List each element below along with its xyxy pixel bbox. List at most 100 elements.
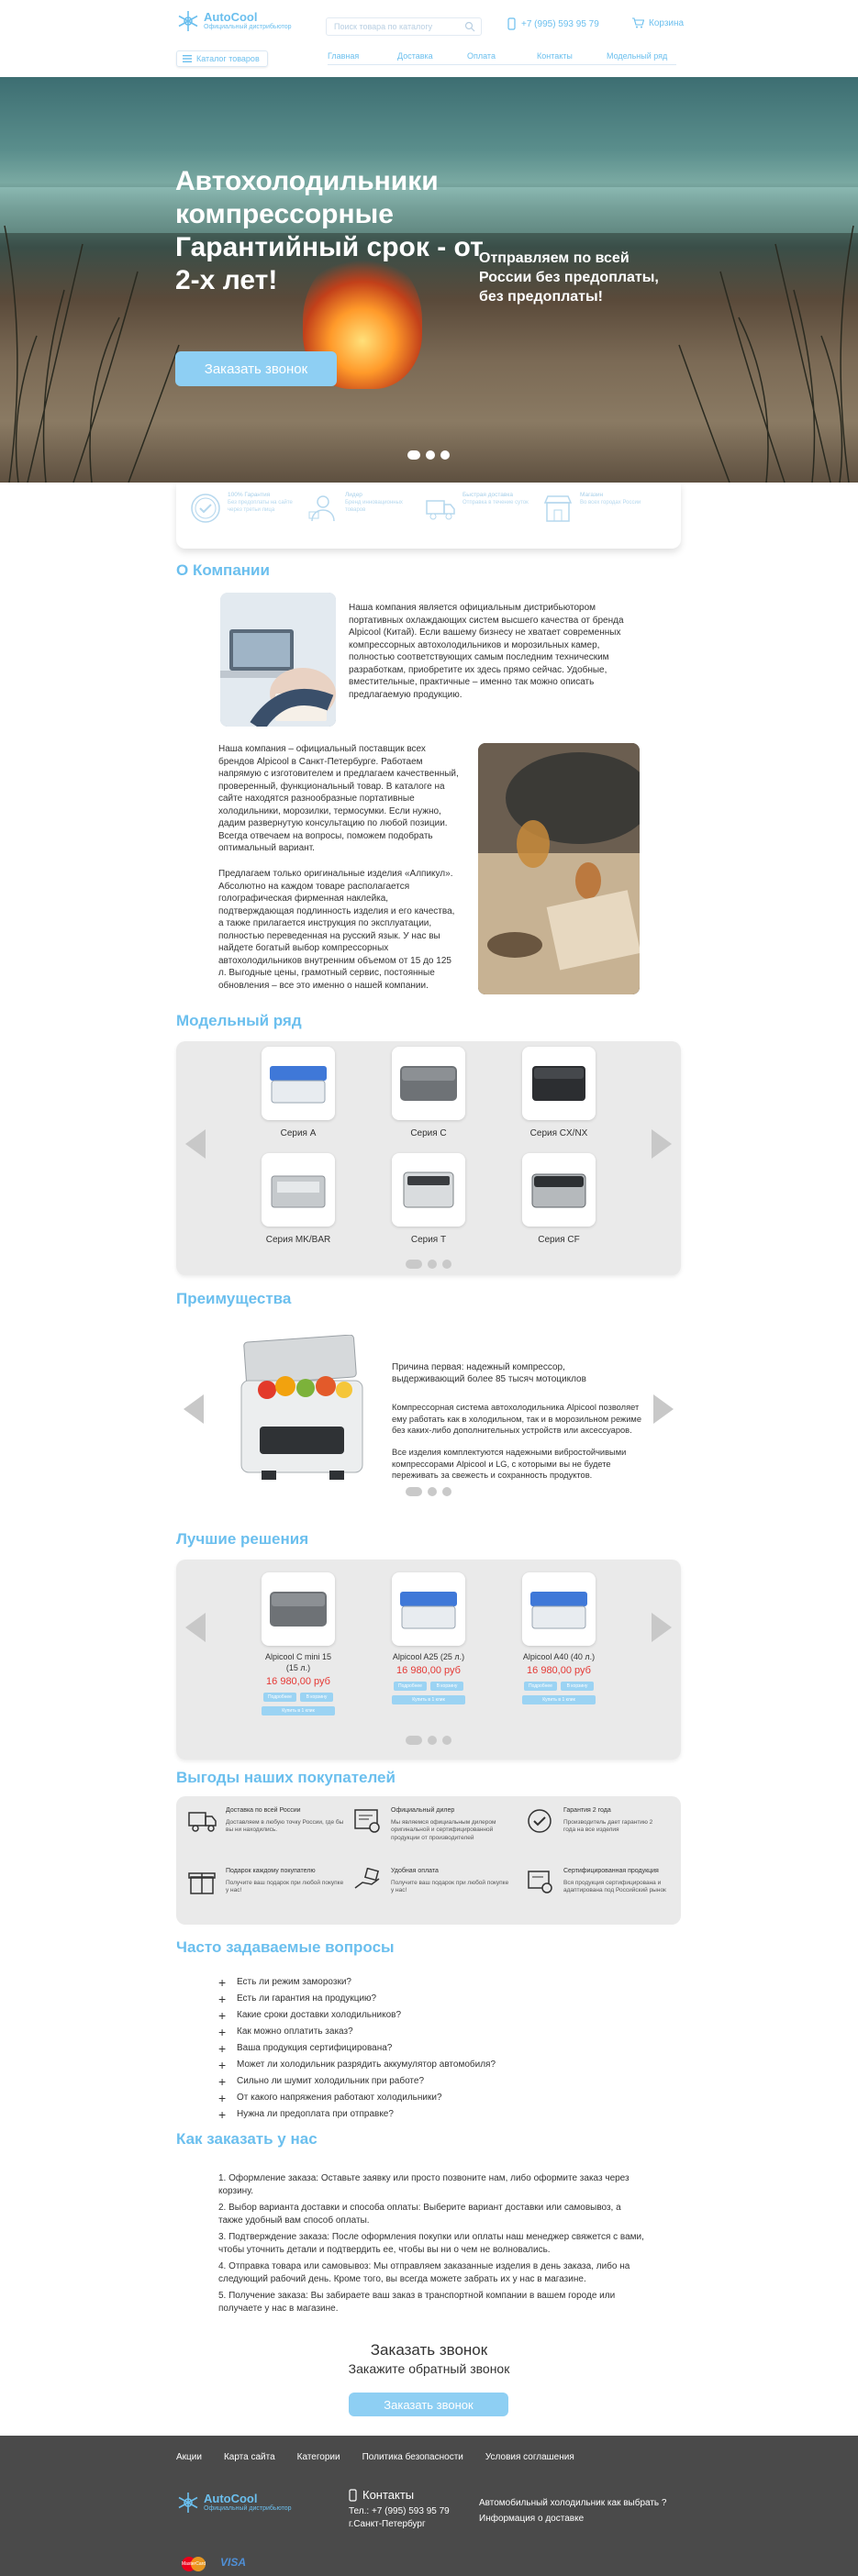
- faq-item[interactable]: +Ваша продукция сертифицирована?: [218, 2042, 392, 2055]
- faq-item[interactable]: +Нужна ли предоплата при отправке?: [218, 2108, 394, 2121]
- model-card-cx-nx[interactable]: Серия CX/NX: [522, 1047, 596, 1138]
- footer-link-privacy[interactable]: Политика безопасности: [362, 2452, 463, 2462]
- callback-button[interactable]: Заказать звонок: [349, 2393, 508, 2416]
- models-title: Модельный ряд: [176, 1012, 302, 1029]
- product-card[interactable]: Alpicool A40 (40 л.) 16 980,00 руб Подро…: [522, 1572, 596, 1704]
- catalog-button[interactable]: Каталог товаров: [176, 50, 268, 67]
- carousel-dot-1[interactable]: [407, 450, 420, 460]
- buy-one-click-button[interactable]: Купить в 1 клик: [262, 1706, 335, 1715]
- model-name: Серия C: [410, 1128, 447, 1138]
- logo-title: AutoCool: [204, 10, 258, 24]
- search-icon[interactable]: [464, 21, 475, 32]
- carousel-dot-2[interactable]: [428, 1487, 437, 1496]
- order-step: 1. Оформление заказа: Оставьте заявку ил…: [218, 2173, 630, 2196]
- details-button[interactable]: Подробнее: [524, 1682, 557, 1691]
- benefit-item: Официальный дилер Мы являемся официальным…: [352, 1807, 510, 1842]
- carousel-dot-2[interactable]: [428, 1736, 437, 1745]
- footer-link-delivery-info[interactable]: Информация о доставке: [479, 2514, 585, 2524]
- faq-item[interactable]: +Какие сроки доставки холодильников?: [218, 2009, 401, 2022]
- faq-title: Часто задаваемые вопросы: [176, 1938, 395, 1956]
- cart-link[interactable]: Корзина: [631, 17, 684, 28]
- plus-icon: +: [218, 2090, 227, 2105]
- feature-text: Без предоплаты на сайте через третьи лиц…: [228, 500, 293, 513]
- carousel-dot-3[interactable]: [442, 1736, 451, 1745]
- faq-item[interactable]: +Как можно оплатить заказ?: [218, 2024, 353, 2039]
- nav-home[interactable]: Главная: [328, 51, 397, 65]
- carousel-dot-2[interactable]: [428, 1260, 437, 1269]
- benefit-title: Официальный дилер: [391, 1807, 455, 1814]
- footer: Акции Карта сайта Категории Политика без…: [0, 2436, 858, 2576]
- model-card-c[interactable]: Серия C: [392, 1047, 465, 1138]
- nav-models[interactable]: Модельный ряд: [607, 51, 676, 65]
- models-next-arrow[interactable]: [652, 1129, 672, 1159]
- product-card[interactable]: Alpicool C mini 15 (15 л.) 16 980,00 руб…: [262, 1572, 335, 1715]
- advantages-prev-arrow[interactable]: [184, 1394, 204, 1424]
- footer-logo[interactable]: AutoCool Официальный дистрибьютор: [176, 2491, 292, 2515]
- add-to-cart-button[interactable]: В корзину: [561, 1682, 594, 1691]
- callback-subtitle: Закажите обратный звонок: [348, 2361, 510, 2376]
- footer-phone[interactable]: Тел.: +7 (995) 593 95 79: [349, 2506, 450, 2516]
- carousel-dot-3[interactable]: [442, 1260, 451, 1269]
- model-card-t[interactable]: Серия T: [392, 1153, 465, 1245]
- benefit-text: Доставляем в любую точку России, где бы …: [226, 1818, 344, 1834]
- details-button[interactable]: Подробнее: [263, 1693, 296, 1702]
- feature-text: Отправка в течение суток: [462, 500, 529, 505]
- faq-item[interactable]: +Сильно ли шумит холодильник при работе?: [218, 2075, 424, 2088]
- main-nav: Каталог товаров Главная Доставка Оплата …: [176, 50, 681, 68]
- feature-text: Во всех городах России: [580, 500, 641, 505]
- hero-callback-button[interactable]: Заказать звонок: [175, 351, 337, 386]
- faq-item[interactable]: +Может ли холодильник разрядить аккумуля…: [218, 2059, 496, 2071]
- truck-icon: [426, 500, 455, 520]
- details-button[interactable]: Подробнее: [394, 1682, 427, 1691]
- add-to-cart-button[interactable]: В корзину: [430, 1682, 463, 1691]
- models-carousel-dots: [406, 1260, 451, 1269]
- model-card-mk-bar[interactable]: Серия MK/BAR: [262, 1153, 335, 1245]
- footer-link-sitemap[interactable]: Карта сайта: [223, 2452, 275, 2462]
- model-image: [392, 1047, 465, 1120]
- product-card[interactable]: Alpicool A25 (25 л.) 16 980,00 руб Подро…: [392, 1572, 465, 1704]
- plus-icon: +: [218, 1991, 227, 2006]
- advantages-title: Преимущества: [176, 1290, 292, 1307]
- buy-one-click-button[interactable]: Купить в 1 клик: [522, 1695, 596, 1704]
- search-input[interactable]: Поиск товара по каталогу: [326, 17, 482, 36]
- add-to-cart-button[interactable]: В корзину: [300, 1693, 333, 1702]
- benefit-text: Мы являемся официальным дилером оригинал…: [391, 1818, 496, 1841]
- carousel-dot-3[interactable]: [440, 450, 450, 460]
- hero-banner: Автохолодильники компрессорные Гарантийн…: [0, 77, 858, 483]
- carousel-dot-3[interactable]: [442, 1487, 451, 1496]
- plus-icon: +: [218, 2024, 227, 2039]
- benefit-text: Получите ваш подарок при любой покупке у…: [226, 1879, 344, 1894]
- nav-delivery[interactable]: Доставка: [397, 51, 467, 65]
- logo[interactable]: AutoCool Официальный дистрибьютор: [176, 9, 292, 33]
- model-card-cf[interactable]: Серия CF: [522, 1153, 596, 1245]
- best-title: Лучшие решения: [176, 1530, 309, 1548]
- models-prev-arrow[interactable]: [185, 1129, 206, 1159]
- faq-item[interactable]: +От какого напряжения работают холодильн…: [218, 2090, 442, 2105]
- footer-link-categories[interactable]: Категории: [296, 2452, 340, 2462]
- footer-link-terms[interactable]: Условия соглашения: [485, 2452, 574, 2462]
- model-name: Серия CF: [538, 1235, 580, 1245]
- header-phone[interactable]: +7 (995) 593 95 79: [507, 17, 599, 30]
- footer-link-how-to-choose[interactable]: Автомобильный холодильник как выбрать ?: [479, 2498, 667, 2508]
- nav-contacts[interactable]: Контакты: [537, 51, 607, 65]
- model-card-a[interactable]: Серия A: [262, 1047, 335, 1138]
- advantages-next-arrow[interactable]: [653, 1394, 674, 1424]
- nav-payment[interactable]: Оплата: [467, 51, 537, 65]
- carousel-dot-1[interactable]: [406, 1736, 422, 1745]
- about-laptop-image: [220, 593, 336, 727]
- best-next-arrow[interactable]: [652, 1613, 672, 1642]
- faq-item[interactable]: +Есть ли режим заморозки?: [218, 1976, 351, 1989]
- best-prev-arrow[interactable]: [185, 1613, 206, 1642]
- buy-one-click-button[interactable]: Купить в 1 клик: [392, 1695, 465, 1704]
- check-badge-icon: [191, 494, 220, 523]
- faq-item[interactable]: +Есть ли гарантия на продукцию?: [218, 1991, 376, 2006]
- product-image: [392, 1572, 465, 1646]
- carousel-dot-1[interactable]: [406, 1260, 422, 1269]
- carousel-dot-1[interactable]: [406, 1487, 422, 1496]
- carousel-dot-2[interactable]: [426, 450, 435, 460]
- about-paragraph-1: Наша компания является официальным дистр…: [349, 603, 624, 700]
- footer-link-sales[interactable]: Акции: [176, 2452, 202, 2462]
